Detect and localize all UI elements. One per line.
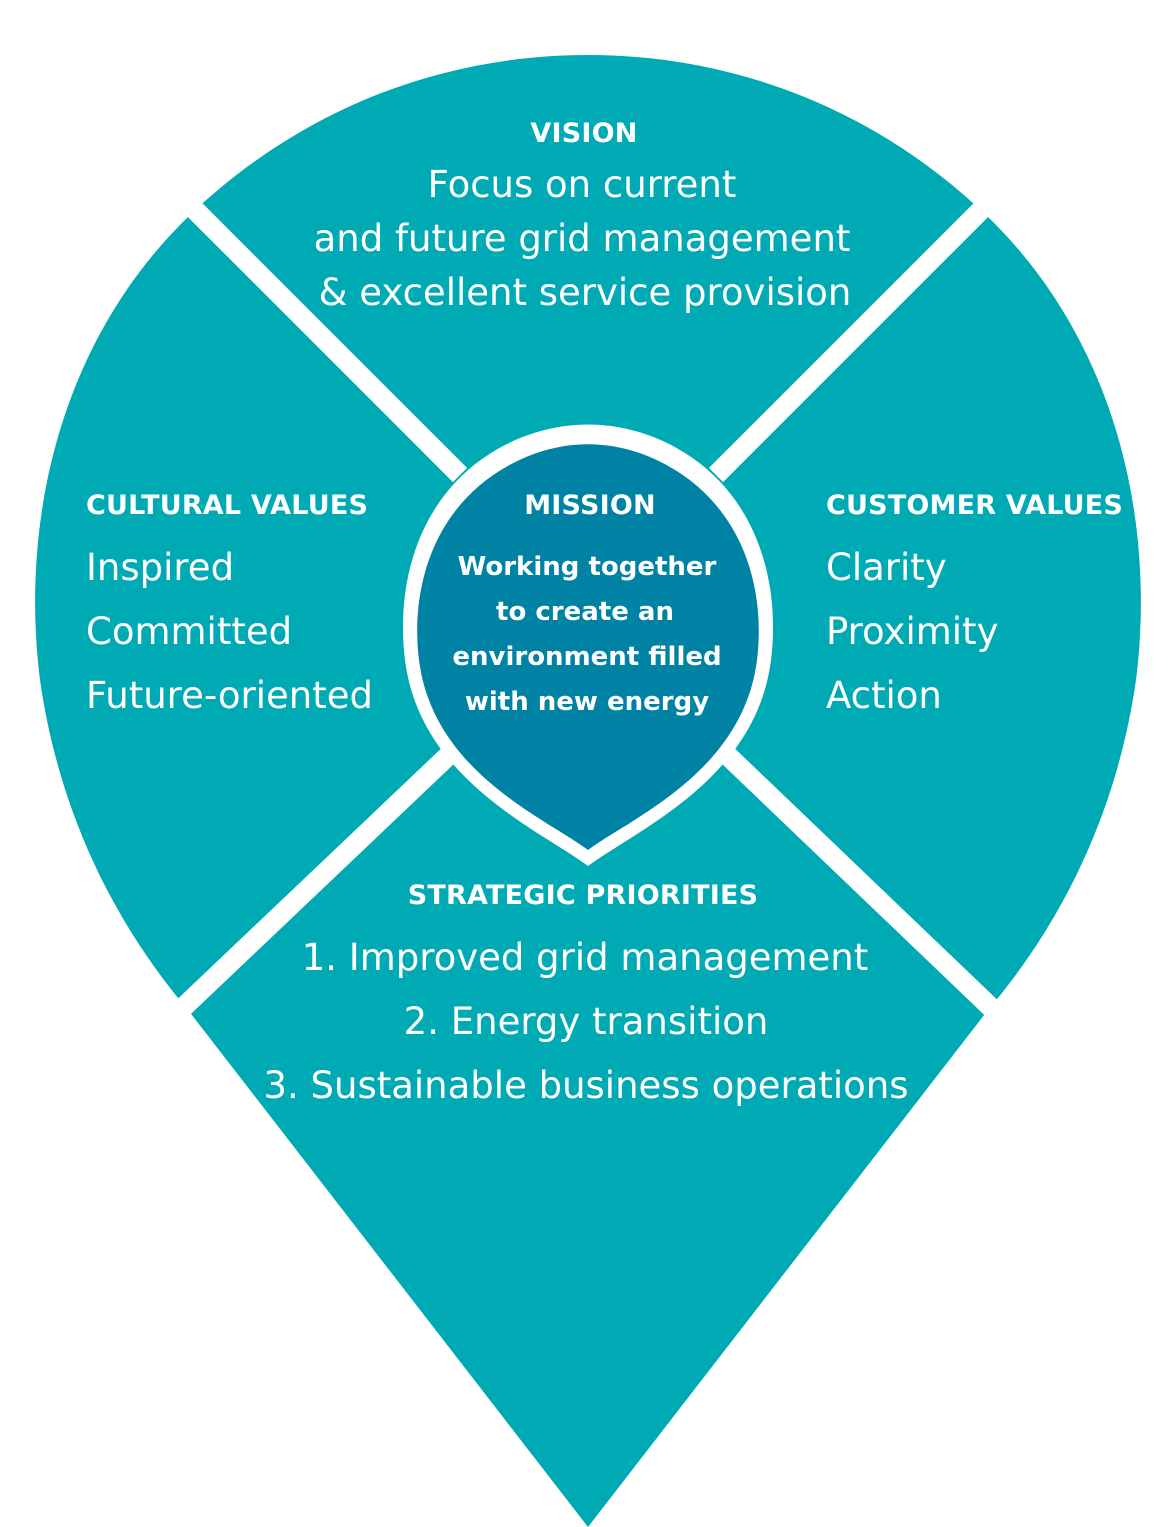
customer-value-item: Proximity [826,610,999,653]
customer-value-item: Action [826,674,942,717]
divider-lower-right [717,744,1011,1028]
divider-lower-left [163,744,459,1028]
strategic-priority-item: 2. Energy transition [403,1000,769,1043]
mission-pin [417,444,759,850]
vision-line-3: & excellent service provision [318,271,852,314]
strategic-priority-item: 3. Sustainable business operations [263,1064,909,1107]
cultural-value-item: Committed [86,610,293,653]
mission-line-4: with new energy [464,687,710,717]
mission-heading: MISSION [524,490,656,521]
strategic-priorities-heading: STRATEGIC PRIORITIES [407,880,759,911]
cultural-value-item: Future-oriented [86,674,373,717]
mission-line-2: to create an [496,597,674,627]
cultural-values-heading: CULTURAL VALUES [86,490,369,521]
divider-upper-right [708,197,994,483]
vision-line-1: Focus on current [427,163,737,206]
mission-line-3: environment filled [452,642,722,672]
strategic-priority-item: 1. Improved grid management [301,936,869,979]
vision-line-2: and future grid management [313,217,851,260]
cultural-value-item: Inspired [86,546,235,589]
mission-line-1: Working together [457,552,717,582]
divider-upper-left [182,197,468,483]
vision-heading: VISION [530,118,638,149]
customer-values-heading: CUSTOMER VALUES [826,490,1124,521]
customer-value-item: Clarity [826,546,947,589]
